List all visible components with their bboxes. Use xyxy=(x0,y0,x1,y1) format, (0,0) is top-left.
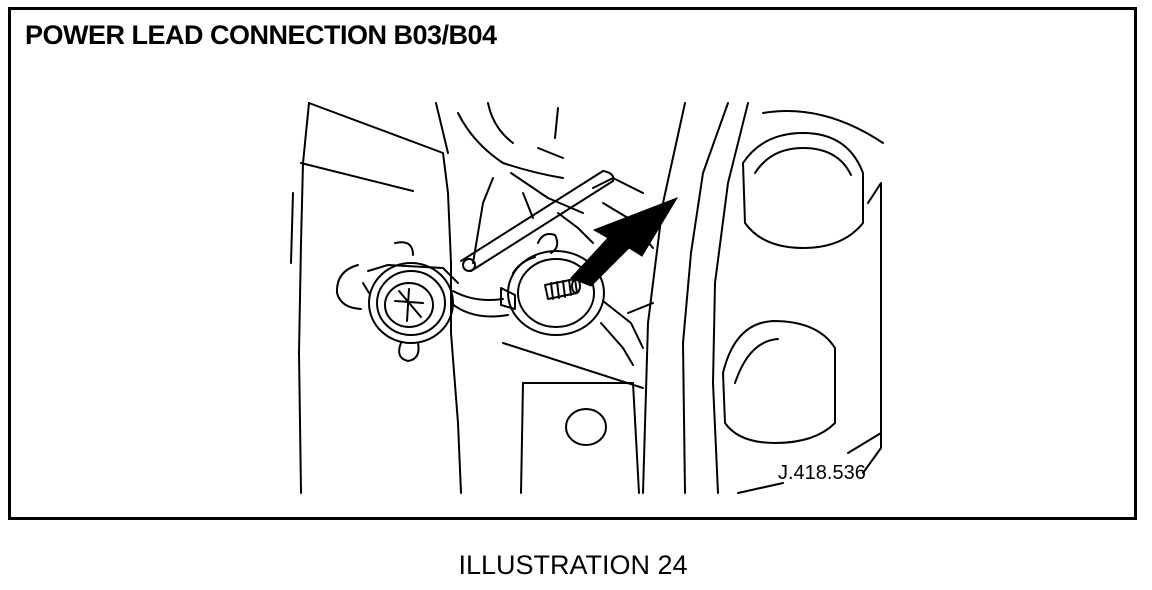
line-drawing xyxy=(290,102,884,494)
body-panel-left xyxy=(290,102,462,494)
illustration-frame: POWER LEAD CONNECTION B03/B04 xyxy=(8,7,1137,520)
drawing-reference-code: J.418.536 xyxy=(778,462,866,484)
diagram-title: POWER LEAD CONNECTION B03/B04 xyxy=(25,20,497,50)
socket-connector xyxy=(500,233,654,366)
wheel-arch xyxy=(642,102,884,494)
mounting-bracket xyxy=(457,102,654,264)
power-lead-cable xyxy=(450,290,509,318)
plug-connector xyxy=(335,241,459,362)
lower-panel xyxy=(502,342,644,494)
cable-tie xyxy=(460,170,615,272)
pointer-arrow xyxy=(570,197,679,287)
illustration-caption: ILLUSTRATION 24 xyxy=(458,550,688,580)
threaded-stud xyxy=(544,278,581,300)
